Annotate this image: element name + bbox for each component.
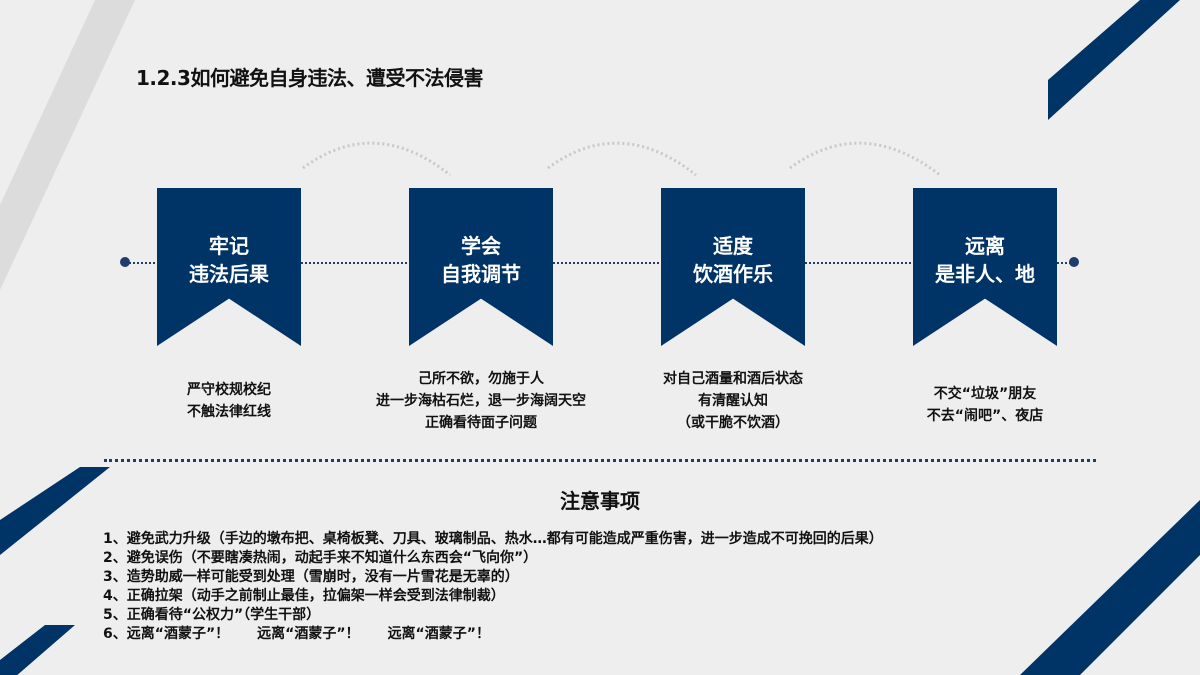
step-desc-4: 不交“垃圾”朋友不去“闹吧”、夜店: [835, 383, 1135, 427]
notes-list: 1、避免武力升级（手边的墩布把、桌椅板凳、刀具、玻璃制品、热水…都有可能造成严重…: [103, 530, 883, 644]
step-subtitle: 是非人、地: [935, 262, 1035, 286]
desc-line: 进一步海枯石烂，退一步海阔天空: [376, 393, 586, 409]
step-title: 适度: [713, 234, 753, 258]
desc-line: 正确看待面子问题: [425, 415, 537, 431]
navy-stripe-top-right: [1048, 0, 1180, 120]
desc-line: 对自己酒量和酒后状态: [663, 371, 803, 387]
arrow-1: [302, 141, 451, 177]
note-item: 1、避免武力升级（手边的墩布把、桌椅板凳、刀具、玻璃制品、热水…都有可能造成严重…: [103, 531, 883, 547]
timeline-start-dot: [120, 257, 130, 267]
step-title: 学会: [461, 234, 501, 258]
note-item: 6、远离“酒蒙子”！ 远离“酒蒙子”！ 远离“酒蒙子”！: [103, 625, 883, 644]
step-subtitle: 饮酒作乐: [693, 262, 773, 286]
section-divider: [104, 459, 1096, 462]
step-subtitle: 违法后果: [189, 262, 269, 286]
step-desc-3: 对自己酒量和酒后状态有清醒认知 （或干脆不饮酒）: [583, 368, 883, 434]
note-part: 远离“酒蒙子”！: [257, 626, 360, 642]
step-title: 牢记: [209, 234, 249, 258]
navy-stripe-bottom-right: [1020, 500, 1200, 675]
navy-stripe-bottom-left: [0, 467, 110, 555]
arrow-2: [547, 141, 697, 177]
desc-line: （或干脆不饮酒）: [677, 415, 789, 431]
arrow-3: [789, 141, 941, 177]
desc-line: 有清醒认知: [698, 393, 768, 409]
note-part: 6、远离“酒蒙子”！: [103, 626, 230, 642]
note-item: 2、避免误伤（不要瞎凑热闹，动起手来不知道什么东西会“飞向你”）: [103, 550, 538, 566]
navy-stripe-bottom-left-2: [0, 625, 75, 675]
page-title: 1.2.3如何避免自身违法、遭受不法侵害: [136, 66, 483, 90]
desc-line: 不去“闹吧”、夜店: [926, 408, 1044, 424]
notice-title: 注意事项: [560, 489, 640, 513]
note-item: 4、正确拉架（动手之前制止最佳，拉偏架一样会受到法律制裁）: [103, 588, 505, 604]
step-desc-2: 己所不欲，勿施于人进一步海枯石烂，退一步海阔天空正确看待面子问题: [331, 368, 631, 434]
desc-line: 己所不欲，勿施于人: [418, 371, 544, 387]
desc-line: 不交“垃圾”朋友: [933, 386, 1037, 402]
gray-stripe: [0, 0, 135, 290]
step-desc-1: 严守校规校纪不触法律红线: [79, 379, 379, 423]
desc-line: 严守校规校纪: [187, 382, 271, 398]
timeline-line: [125, 262, 1075, 264]
note-item: 3、造势助威一样可能受到处理（雪崩时，没有一片雪花是无辜的）: [103, 569, 519, 585]
desc-line: 不触法律红线: [187, 404, 271, 420]
note-part: 远离“酒蒙子”！: [387, 626, 490, 642]
step-subtitle: 自我调节: [441, 262, 521, 286]
note-item: 5、正确看待“公权力”（学生干部）: [103, 607, 321, 623]
timeline-end-dot: [1069, 257, 1079, 267]
step-title: 远离: [965, 234, 1005, 258]
